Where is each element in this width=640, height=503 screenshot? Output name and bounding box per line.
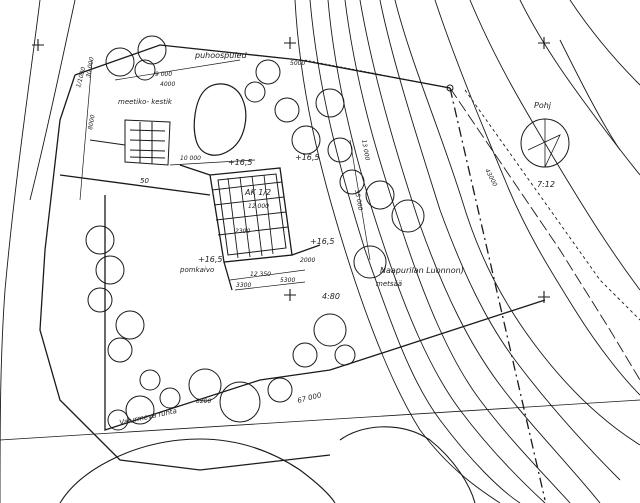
- dim-5300: 5300: [280, 277, 295, 284]
- dim-13000: 13 000: [360, 139, 371, 161]
- label-mootiko: meetiko- kestik: [118, 98, 173, 106]
- dim-2000: 2000: [300, 257, 315, 264]
- small-shed: [89, 119, 171, 166]
- dim-8200: 8200: [196, 398, 211, 405]
- road-curves: [0, 399, 640, 503]
- dim-4000: 4000: [160, 81, 175, 88]
- label-puhoospuled: puhoospuled: [194, 51, 247, 60]
- dim-43000: 43000: [483, 168, 498, 188]
- survey-point: [446, 84, 454, 92]
- label-pomkaivo: pomkaivo: [179, 266, 214, 274]
- dim-12350: 12 350: [250, 271, 271, 278]
- trees: [85, 35, 570, 431]
- label-scale-short: 7:12: [537, 180, 555, 189]
- label-building-code: AK 1/2: [244, 188, 271, 197]
- dim-2300: 2300: [235, 228, 250, 235]
- label-spot-d: +16,5: [198, 255, 223, 264]
- dim-3300: 3300: [236, 282, 251, 289]
- grid-crosses: [32, 37, 550, 303]
- dim-35000: 35 000: [353, 189, 364, 211]
- dimension-numbers: 9 000 4000 10 000 12 000 2300 12 350 330…: [85, 56, 498, 405]
- label-neighbour-2: metsää: [376, 280, 402, 288]
- dim-67000: 67 000: [297, 391, 323, 405]
- label-scale-main: 4:80: [322, 292, 340, 301]
- dim-30000: 30 000: [85, 56, 96, 78]
- label-spot-c: +16,5: [310, 237, 335, 246]
- dim-8000: 8000: [87, 114, 97, 130]
- dim-10000: 10 000: [180, 155, 201, 162]
- dim-9000: 9 000: [155, 71, 172, 78]
- dimension-lines: [79, 59, 451, 291]
- main-building: [59, 164, 321, 291]
- property-boundary: [39, 44, 546, 501]
- label-neighbour: Naapurilan Luonnon): [380, 266, 464, 275]
- diagonal-lines: [299, 59, 640, 381]
- label-spot-a: +16,5: [228, 158, 253, 167]
- label-v50: 50: [140, 177, 149, 185]
- dim-5000: 5000: [290, 60, 305, 67]
- terrain-blob: [193, 83, 247, 156]
- label-spot-b: +16,5: [295, 153, 320, 162]
- label-valurmeva: Valurmeva ruhta: [119, 407, 178, 427]
- label-north: Pohj: [534, 101, 552, 110]
- dim-12000: 12 000: [248, 203, 269, 210]
